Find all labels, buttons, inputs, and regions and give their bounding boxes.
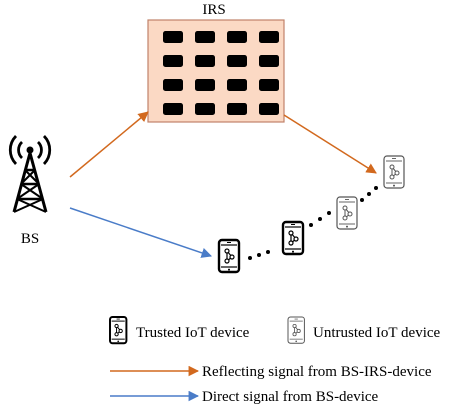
cell-tower-icon — [8, 135, 52, 213]
irs-element — [259, 55, 279, 67]
irs-element-grid — [163, 31, 279, 115]
irs-panel — [147, 19, 285, 123]
irs-element — [195, 55, 215, 67]
irs-element — [259, 103, 279, 115]
untrusted-device-icon — [383, 155, 405, 189]
bs-label: BS — [21, 231, 39, 247]
irs-element — [163, 31, 183, 43]
irs-element — [227, 31, 247, 43]
legend-trusted-label: Trusted IoT device — [136, 325, 250, 341]
legend-direct-label: Direct signal from BS-device — [202, 389, 379, 405]
legend-trusted-icon — [109, 316, 128, 345]
direct-arrow-bs-to-device — [69, 207, 212, 258]
untrusted-device-icon — [336, 196, 358, 230]
legend-reflecting-label: Reflecting signal from BS-IRS-device — [202, 364, 432, 380]
irs-element — [163, 55, 183, 67]
irs-element — [227, 103, 247, 115]
trusted-device-icon — [217, 238, 241, 274]
irs-element — [195, 79, 215, 91]
legend: Trusted IoT device Untrusted IoT device … — [109, 316, 441, 405]
legend-untrusted-label: Untrusted IoT device — [313, 325, 441, 341]
trusted-device-icon — [281, 220, 305, 256]
legend-untrusted-icon — [287, 316, 305, 344]
ellipsis-dots — [248, 186, 378, 260]
irs-element — [227, 55, 247, 67]
irs-element — [195, 103, 215, 115]
irs-element — [259, 31, 279, 43]
irs-element — [195, 31, 215, 43]
irs-element — [163, 103, 183, 115]
irs-label: IRS — [202, 2, 225, 18]
reflecting-arrow-bs-to-irs — [69, 111, 149, 178]
irs-element — [259, 79, 279, 91]
irs-element — [227, 79, 247, 91]
irs-element — [163, 79, 183, 91]
reflecting-arrow-irs-to-device — [283, 114, 377, 174]
